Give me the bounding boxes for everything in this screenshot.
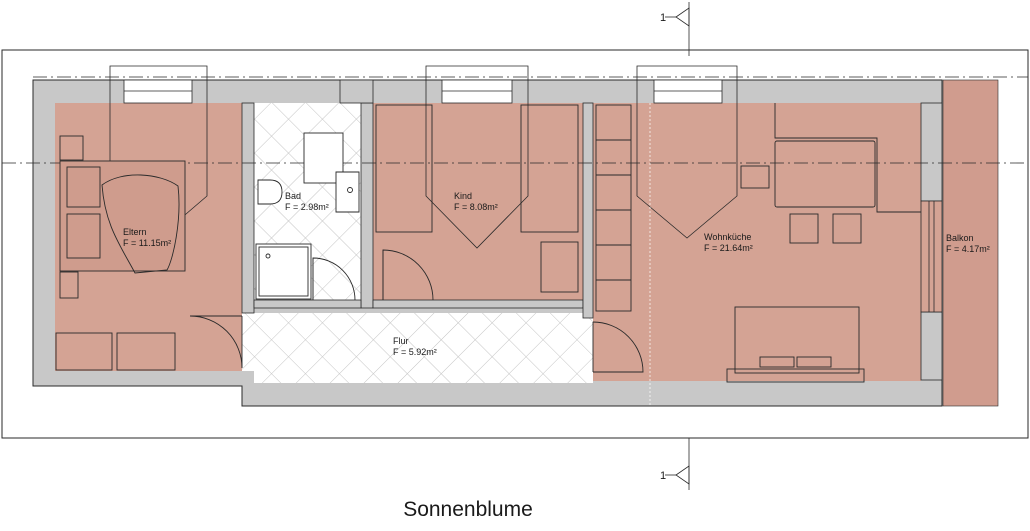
room-name-wohnkueche: Wohnküche — [704, 232, 751, 242]
room-floor-flur — [242, 313, 593, 383]
room-area-flur: F = 5.92m² — [393, 347, 437, 357]
room-floor-balkon — [943, 80, 998, 406]
room-name-bad: Bad — [285, 191, 301, 201]
balcony-edge — [942, 79, 999, 407]
room-floor-kind — [373, 103, 583, 300]
room-name-kind: Kind — [454, 191, 472, 201]
section-label-top: 1 — [660, 12, 666, 24]
room-name-balkon: Balkon — [946, 233, 974, 243]
room-area-balkon: F = 4.17m² — [946, 244, 990, 254]
room-area-bad: F = 2.98m² — [285, 202, 329, 212]
section-label-bottom: 1 — [660, 470, 666, 482]
interior-walls — [241, 79, 943, 381]
doors — [189, 249, 644, 373]
bathroom-fixtures — [255, 132, 360, 300]
windows — [123, 79, 943, 313]
room-name-flur: Flur — [393, 336, 409, 346]
room-area-eltern: F = 11.15m² — [123, 238, 171, 248]
bed-eltern — [55, 135, 186, 371]
kind-furniture — [375, 104, 579, 293]
section-marker-top — [665, 2, 690, 56]
room-name-eltern: Eltern — [123, 227, 147, 237]
wohnkueche-furniture — [595, 103, 921, 383]
room-area-kind: F = 8.08m² — [454, 202, 498, 212]
room-area-wohnkueche: F = 21.64m² — [704, 243, 753, 253]
plan-title: Sonnenblume — [403, 498, 533, 521]
room-floor-wohnkueche — [593, 103, 921, 381]
section-marker-bottom — [665, 438, 690, 490]
